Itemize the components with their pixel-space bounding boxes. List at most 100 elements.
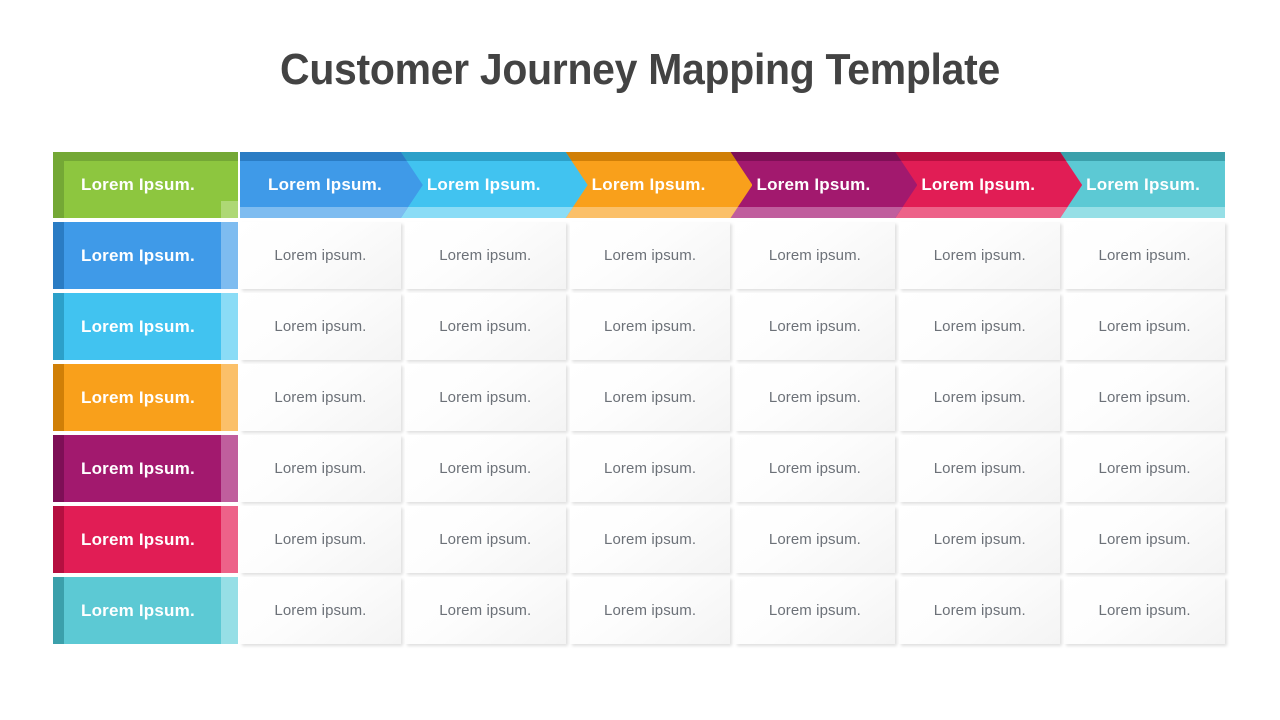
- header-chevron-strip: Lorem Ipsum.Lorem Ipsum.Lorem Ipsum.Lore…: [240, 152, 1225, 218]
- matrix-cell[interactable]: Lorem ipsum.: [1064, 577, 1225, 644]
- matrix-cell[interactable]: Lorem ipsum.: [899, 222, 1061, 289]
- matrix-cell[interactable]: Lorem ipsum.: [734, 506, 896, 573]
- matrix-cell[interactable]: Lorem ipsum.: [1064, 506, 1225, 573]
- matrix-cell[interactable]: Lorem ipsum.: [1064, 222, 1225, 289]
- matrix-cell[interactable]: Lorem ipsum.: [404, 293, 566, 360]
- matrix-cell-text: Lorem ipsum.: [768, 602, 861, 619]
- matrix-cell[interactable]: Lorem ipsum.: [404, 506, 566, 573]
- row-label-left-band: [53, 364, 64, 431]
- row-cells: Lorem ipsum.Lorem ipsum.Lorem ipsum.Lore…: [240, 506, 1225, 573]
- row-label-fill: [53, 577, 238, 644]
- matrix-cell-text: Lorem ipsum.: [933, 318, 1026, 335]
- chevron-bottom-band: [713, 207, 918, 218]
- row-label-5[interactable]: Lorem Ipsum.: [53, 506, 238, 573]
- matrix-cell[interactable]: Lorem ipsum.: [404, 222, 566, 289]
- header-chevron-4[interactable]: Lorem Ipsum.: [713, 152, 918, 218]
- matrix-cell-text: Lorem ipsum.: [274, 602, 367, 619]
- table-row: Lorem Ipsum.Lorem ipsum.Lorem ipsum.Lore…: [53, 293, 1225, 360]
- header-chevron-2[interactable]: Lorem Ipsum.: [383, 152, 588, 218]
- matrix-cell-text: Lorem ipsum.: [768, 460, 861, 477]
- row-label-2[interactable]: Lorem Ipsum.: [53, 293, 238, 360]
- matrix-cell-text: Lorem ipsum.: [604, 318, 697, 335]
- row-cells: Lorem ipsum. Lorem ipsum. Lorem ipsum. Lore…: [240, 293, 1225, 360]
- chevron-bottom-band: [548, 207, 753, 218]
- matrix-cell[interactable]: Lorem ipsum.: [569, 222, 731, 289]
- chevron-bottom-band: [877, 207, 1082, 218]
- matrix-cell-text: Lorem ipsum.: [274, 531, 367, 548]
- chevron-top-band: [713, 152, 918, 161]
- matrix-cell[interactable]: Lorem ipsum.: [240, 506, 401, 573]
- row-label-left-band: [53, 435, 64, 502]
- matrix-cell-text: Lorem ipsum.: [604, 460, 697, 477]
- header-chevron-label: Lorem Ipsum.: [268, 175, 382, 194]
- matrix-cell-text: Lorem ipsum.: [274, 318, 367, 335]
- matrix-cell[interactable]: Lorem ipsum.: [569, 293, 731, 360]
- matrix-cell[interactable]: Lorem ipsum.: [240, 293, 401, 360]
- journey-matrix: Lorem Ipsum. Lorem Ipsum.Lorem Ipsum.Lor…: [53, 152, 1225, 644]
- matrix-cell-text: Lorem ipsum.: [439, 389, 532, 406]
- row-label-right-band: [221, 364, 238, 431]
- row-label-text: Lorem Ipsum.: [81, 600, 195, 620]
- matrix-cell-text: Lorem ipsum.: [439, 602, 532, 619]
- row-label-4[interactable]: Lorem Ipsum.: [53, 435, 238, 502]
- matrix-cell-text: Lorem ipsum.: [768, 389, 861, 406]
- chevron-top-band: [240, 152, 423, 161]
- matrix-cell-text: Lorem ipsum.: [1098, 247, 1191, 264]
- header-chevron-1[interactable]: Lorem Ipsum.: [240, 152, 423, 218]
- matrix-cell-text: Lorem ipsum.: [604, 602, 697, 619]
- matrix-cell[interactable]: Lorem ipsum.: [1064, 364, 1225, 431]
- matrix-cell[interactable]: Lorem ipsum.: [240, 577, 401, 644]
- chevron-top-band: [383, 152, 588, 161]
- matrix-cell[interactable]: Lorem ipsum.: [899, 364, 1061, 431]
- row-label-right-band: [221, 435, 238, 502]
- matrix-cell-text: Lorem ipsum.: [439, 460, 532, 477]
- row-label-3[interactable]: Lorem Ipsum.: [53, 364, 238, 431]
- matrix-cell[interactable]: Lorem ipsum.: [240, 435, 401, 502]
- matrix-cell[interactable]: Lorem ipsum.: [569, 577, 731, 644]
- row-label-left-band: [53, 222, 64, 289]
- row-label-fill: [53, 222, 238, 289]
- matrix-cell-text: Lorem ipsum.: [1098, 460, 1191, 477]
- row-cells: Lorem ipsum. Lorem ipsum. Lorem ipsum. Lore…: [240, 364, 1225, 431]
- matrix-cell-text: Lorem ipsum.: [1098, 531, 1191, 548]
- matrix-cell[interactable]: Lorem ipsum.: [404, 435, 566, 502]
- row-label-left-band: [53, 577, 64, 644]
- row-label-left-band: [53, 506, 64, 573]
- row-label-right-band: [221, 577, 238, 644]
- matrix-cell-text: Lorem ipsum.: [274, 460, 367, 477]
- matrix-cell[interactable]: Lorem ipsum.: [899, 293, 1061, 360]
- matrix-cell-text: Lorem ipsum.: [768, 531, 861, 548]
- matrix-cell[interactable]: Lorem ipsum.: [899, 577, 1061, 644]
- chevron-top-band: [877, 152, 1082, 161]
- matrix-cell[interactable]: Lorem ipsum.: [240, 222, 401, 289]
- row-label-1[interactable]: Lorem Ipsum.: [53, 222, 238, 289]
- matrix-cell-text: Lorem ipsum.: [1098, 602, 1191, 619]
- matrix-cell[interactable]: Lorem ipsum.: [899, 506, 1061, 573]
- matrix-cell[interactable]: Lorem ipsum.: [899, 435, 1061, 502]
- matrix-cell[interactable]: Lorem ipsum.: [734, 364, 896, 431]
- matrix-cell[interactable]: Lorem ipsum.: [404, 364, 566, 431]
- table-row: Lorem Ipsum. Lorem ipsum. Lorem ipsum. Lore…: [53, 577, 1225, 644]
- matrix-cell[interactable]: Lorem ipsum.: [734, 222, 896, 289]
- matrix-cell[interactable]: Lorem ipsum.: [734, 577, 896, 644]
- corner-fill: [53, 152, 238, 218]
- matrix-cell[interactable]: Lorem ipsum.: [240, 364, 401, 431]
- matrix-cell-text: Lorem ipsum.: [933, 602, 1026, 619]
- matrix-cell[interactable]: Lorem ipsum.: [569, 364, 731, 431]
- matrix-cell[interactable]: Lorem ipsum.: [734, 435, 896, 502]
- matrix-cell-text: Lorem ipsum.: [933, 460, 1026, 477]
- matrix-cell[interactable]: Lorem ipsum.: [734, 293, 896, 360]
- matrix-cell[interactable]: Lorem ipsum.: [569, 506, 731, 573]
- matrix-corner-cell[interactable]: Lorem Ipsum.: [53, 152, 238, 218]
- matrix-cell-text: Lorem ipsum.: [768, 318, 861, 335]
- matrix-cell[interactable]: Lorem ipsum.: [1064, 293, 1225, 360]
- matrix-cell-text: Lorem ipsum.: [933, 389, 1026, 406]
- matrix-cell[interactable]: Lorem ipsum.: [569, 435, 731, 502]
- matrix-cell[interactable]: Lorem ipsum.: [1064, 435, 1225, 502]
- chevron-bottom-band: [240, 207, 423, 218]
- row-label-6[interactable]: Lorem Ipsum.: [53, 577, 238, 644]
- header-chevron-label: Lorem Ipsum.: [426, 175, 541, 194]
- matrix-cell-text: Lorem ipsum.: [604, 389, 697, 406]
- matrix-cell[interactable]: Lorem ipsum.: [404, 577, 566, 644]
- matrix-cell-text: Lorem ipsum.: [439, 318, 532, 335]
